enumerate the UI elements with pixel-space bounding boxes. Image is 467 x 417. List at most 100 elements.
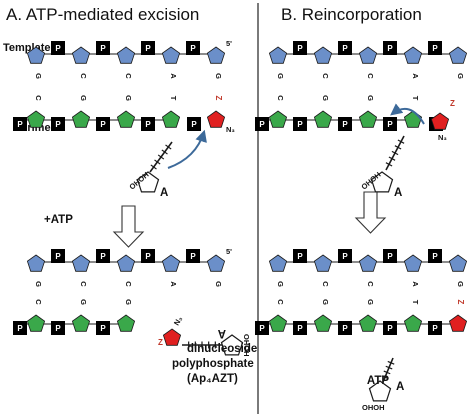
phosphate-box	[96, 249, 110, 263]
base-letter: C	[79, 281, 88, 287]
base-letter: C	[366, 281, 375, 287]
phosphate-label: P	[55, 44, 61, 53]
phosphate-box	[255, 321, 269, 335]
phosphate-box	[51, 117, 65, 131]
phosphate-label: P	[432, 44, 438, 53]
phosphate-box	[338, 117, 352, 131]
phosphate-label: P	[387, 324, 393, 333]
product-ribose	[220, 334, 244, 356]
phosphate-tick	[388, 156, 396, 161]
phosphate-box	[13, 321, 27, 335]
base-letter: A	[169, 73, 178, 79]
template-sugar	[206, 46, 226, 64]
phosphate-box	[383, 249, 397, 263]
template-sugar	[313, 254, 333, 272]
phosphate-label: P	[190, 252, 196, 261]
phosphate-label: P	[387, 44, 393, 53]
phosphate-tick	[394, 145, 402, 150]
base-letter: A	[411, 73, 420, 79]
adenine-label: A	[218, 327, 226, 339]
base-letter: G	[366, 299, 375, 305]
phosphate-tick	[385, 365, 393, 370]
base-letter: Z	[450, 99, 455, 108]
template-sugar	[116, 254, 136, 272]
phosphate-chain	[382, 357, 394, 383]
primer-sugar	[403, 314, 423, 332]
azt-sugar-free	[430, 112, 450, 130]
plus-atp-label: +ATP	[44, 214, 73, 226]
primer-label: Primer	[20, 122, 56, 134]
template-sugar	[313, 46, 333, 64]
phosphate-label: P	[342, 120, 348, 129]
primer-sugar	[268, 314, 288, 332]
base-letter: C	[276, 95, 285, 101]
phosphate-label: P	[342, 44, 348, 53]
base-letter: Z	[456, 300, 465, 305]
base-letter: Z	[214, 96, 223, 101]
base-letter: T	[411, 300, 420, 305]
phosphate-label: P	[432, 324, 438, 333]
phosphate-box	[141, 249, 155, 263]
panel-a-title: A. ATP-mediated excision	[6, 5, 199, 24]
down-arrow-a	[112, 205, 145, 248]
primer-sugar	[161, 110, 181, 128]
phosphate-box	[338, 249, 352, 263]
base-letter: C	[321, 281, 330, 287]
down-arrow-b	[354, 191, 387, 234]
phosphate-box	[96, 41, 110, 55]
five-prime-label: 5'	[226, 39, 232, 48]
phosphate-label: P	[100, 252, 106, 261]
phosphate-tick	[165, 144, 172, 150]
primer-sugar	[71, 314, 91, 332]
oh-oh-label: OHOH	[128, 170, 151, 191]
phosphate-label: P	[387, 120, 393, 129]
phosphate-label: P	[297, 324, 303, 333]
primer-sugar	[403, 110, 423, 128]
atp-ribose	[136, 171, 160, 193]
primer-sugar	[26, 314, 46, 332]
phosphate-label: P	[100, 44, 106, 53]
primer-sugar	[358, 314, 378, 332]
primer-sugar	[313, 314, 333, 332]
base-letter: C	[366, 73, 375, 79]
phosphate-tick	[385, 162, 393, 167]
phosphate-tick	[387, 360, 395, 365]
phosphate-box	[51, 321, 65, 335]
azt-sugar	[448, 314, 467, 332]
base-letter: G	[456, 73, 465, 79]
primer-sugar	[26, 110, 46, 128]
base-letter: G	[34, 73, 43, 79]
phosphate-box	[293, 249, 307, 263]
phosphate-tick	[154, 159, 161, 165]
adenine-label: A	[160, 187, 168, 199]
template-sugar	[358, 46, 378, 64]
base-letter: G	[276, 281, 285, 287]
base-letter: G	[124, 299, 133, 305]
phosphate-box	[96, 117, 110, 131]
phosphate-tick	[157, 154, 165, 160]
base-letter: C	[321, 73, 330, 79]
base-letter: G	[321, 95, 330, 101]
phosphate-box	[51, 41, 65, 55]
template-sugar	[206, 254, 226, 272]
template-sugar	[358, 254, 378, 272]
template-sugar	[116, 46, 136, 64]
base-letter: G	[321, 299, 330, 305]
adenine-label: A	[396, 381, 404, 393]
phosphate-box	[293, 41, 307, 55]
adenine-label: A	[394, 187, 402, 199]
phosphate-label: P	[145, 252, 151, 261]
phosphate-box	[383, 321, 397, 335]
template-sugar	[161, 46, 181, 64]
phosphate-label: P	[342, 252, 348, 261]
template-sugar	[448, 46, 467, 64]
n3-label: N₃	[438, 133, 447, 142]
